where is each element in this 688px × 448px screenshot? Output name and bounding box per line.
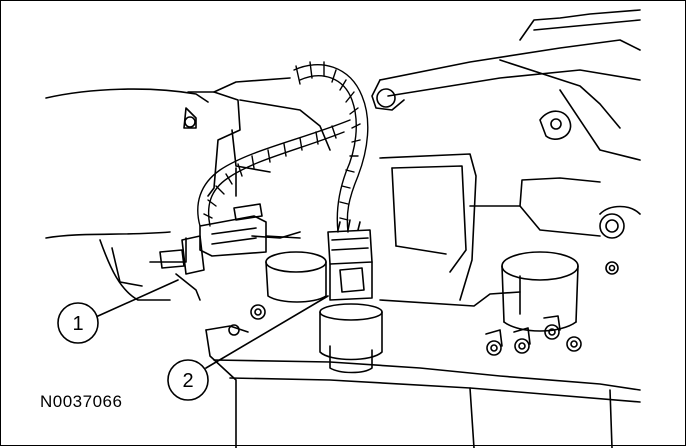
callout-1-circle (57, 302, 99, 344)
connector-2 (327, 219, 373, 301)
left-housing (45, 88, 209, 301)
callout-2: 2 (167, 295, 329, 401)
figure-id: N0037066 (40, 392, 123, 411)
bolt-row (184, 116, 619, 356)
callout-1-leader (97, 279, 179, 317)
callout-2-leader (205, 295, 329, 369)
callout-1-number: 1 (72, 313, 83, 335)
sensor-cap (251, 231, 327, 303)
callout-2-circle (167, 359, 209, 401)
filter-housing (501, 251, 579, 332)
wiring-harness (197, 61, 369, 233)
transmission-case (187, 77, 641, 448)
connector-1 (159, 203, 301, 301)
callout-1: 1 (57, 279, 179, 344)
valve-body (379, 153, 641, 307)
solenoid-body (319, 303, 383, 374)
callout-2-number: 2 (182, 370, 193, 392)
upper-right-body (371, 9, 641, 161)
